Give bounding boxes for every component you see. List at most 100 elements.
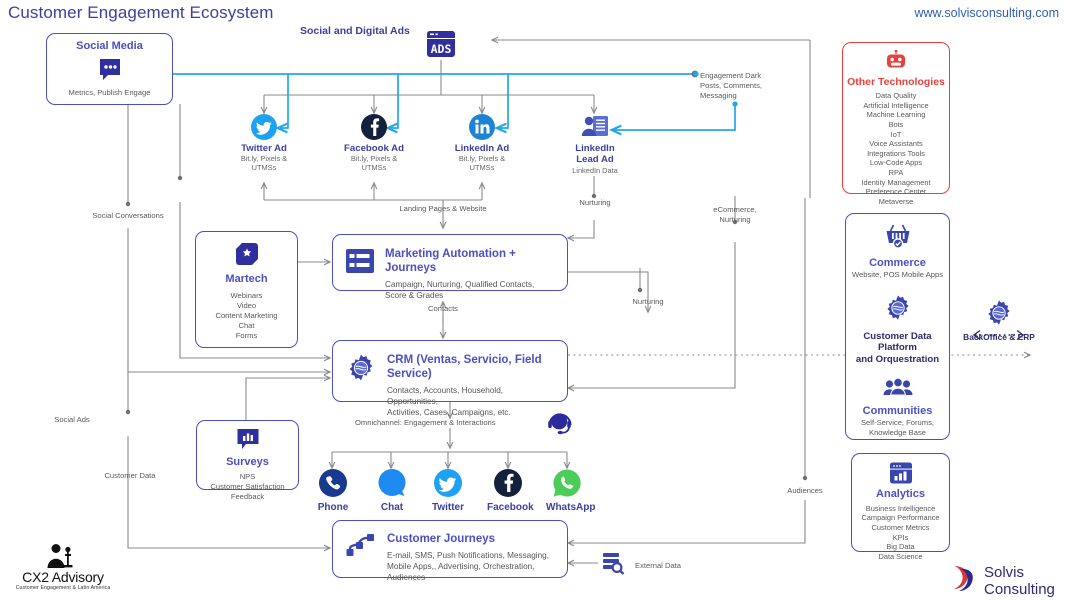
analytics-item-2: Customer Metrics (871, 522, 930, 532)
chat-icon (371, 468, 413, 498)
crm-gear-icon (345, 352, 377, 389)
tech-item-8: RPA (888, 168, 904, 178)
survey-chart-icon (197, 427, 298, 453)
linkedin-ad-label: LinkedIn Ad (454, 143, 510, 154)
channel-whatsapp[interactable]: WhatsApp (546, 468, 596, 513)
solvis-name: Solvis Consulting (984, 563, 1055, 598)
tech-item-6: Integrations Tools (867, 148, 925, 158)
database-search-icon (600, 550, 626, 581)
journeys-sub-2: Mobile Apps,, Advertising, Orchestration… (387, 561, 535, 571)
edge-label-ecommerce-nurturing: eCommerce, Nurturing (700, 205, 770, 225)
whatsapp-icon (546, 468, 588, 498)
section-customer-data-platform[interactable]: Customer Data Platform and Orquestration (850, 293, 945, 366)
edge-label-social-ads: Social Ads (54, 415, 90, 424)
tech-item-1: Artificial Intelligence (863, 100, 929, 110)
analytics-chart-icon (855, 461, 946, 485)
tech-item-11: Metaverse (878, 196, 914, 206)
channel-facebook-label: Facebook (487, 502, 534, 513)
analytics-item-4: Big Data (886, 542, 915, 552)
ecommerce-line2: Nurturing (719, 214, 751, 224)
panel-other-technologies[interactable]: Other Technologies Data Quality Artifici… (842, 42, 950, 206)
journeys-sub-1: E-mail, SMS, Push Notifications, Messagi… (387, 550, 549, 560)
channel-twitter-label: Twitter (431, 502, 465, 513)
linkedin-lead-ad-label-line2: Lead Ad (576, 153, 614, 165)
section-commerce[interactable]: Commerce Website, POS Mobile Apps (850, 223, 945, 280)
facebook-icon (487, 468, 529, 498)
linkedin-ad-sub: Bit.ly, Pixels & UTMSs (458, 153, 506, 172)
martech-line-4: Forms (235, 330, 258, 340)
node-crm[interactable]: CRM (Ventas, Servicio, Field Service) Co… (332, 340, 568, 417)
node-martech[interactable]: Martech Webinars Video Content Marketing… (195, 231, 298, 348)
logo-cx2-advisory: CX2 Advisory Customer Engagement & Latin… (8, 543, 118, 591)
commerce-title: Commerce (869, 257, 926, 269)
martech-line-2: Content Marketing (215, 310, 278, 320)
ads-browser-icon: ADS (425, 28, 457, 65)
section-communities[interactable]: Communities Self-Service, Forums, Knowle… (850, 377, 945, 438)
twitter-icon (230, 113, 298, 141)
backoffice-label: BackOffice & ERP (963, 332, 1035, 342)
channel-facebook[interactable]: Facebook (487, 468, 534, 513)
analytics-item-3: KPIs (892, 532, 909, 542)
channel-twitter[interactable]: Twitter (427, 468, 469, 513)
node-facebook-ad[interactable]: Facebook Ad Bit.ly, Pixels & UTMSs (340, 113, 408, 172)
tech-item-5: Voice Assistants (869, 139, 923, 149)
tech-item-4: IoT (890, 129, 902, 139)
tech-item-2: Machine Learning (866, 110, 926, 120)
journey-path-icon (345, 531, 377, 566)
facebook-ad-label: Facebook Ad (344, 143, 404, 154)
node-marketing-automation[interactable]: Marketing Automation + Journeys Campaign… (332, 234, 568, 300)
twitter-ad-label: Twitter Ad (241, 143, 287, 154)
facebook-ad-sub: Bit.ly, Pixels & UTMSs (350, 153, 398, 172)
panel-commerce-cdp-communities[interactable]: Commerce Website, POS Mobile Apps Custom… (845, 213, 950, 440)
analytics-item-1: Campaign Performance (861, 513, 940, 523)
ma-title: Marketing Automation + Journeys (385, 248, 516, 274)
automation-list-icon (345, 246, 375, 281)
engagement-dark-line2: Posts, Comments, (700, 80, 763, 90)
channel-whatsapp-label: WhatsApp (546, 502, 596, 513)
channel-phone[interactable]: Phone (312, 468, 354, 513)
crm-sub-1: Contacts, Accounts, Household, Opportuni… (387, 385, 504, 406)
node-social-media[interactable]: Social Media Metrics, Publish Engage (46, 33, 173, 105)
edge-label-engagement-dark: Engagement Dark Posts, Comments, Messagi… (700, 71, 792, 101)
channel-chat[interactable]: Chat (371, 468, 413, 513)
cdp-gear-icon (883, 293, 913, 328)
surveys-line-0: NPS (239, 471, 256, 481)
analytics-item-0: Business Intelligence (865, 503, 936, 513)
linkedin-lead-ad-label-line1: LinkedIn (575, 143, 615, 154)
journeys-title: Customer Journeys (387, 533, 496, 545)
node-linkedin-lead-ad[interactable]: LinkedIn Lead Ad LinkedIn Data (560, 113, 630, 176)
tech-item-0: Data Quality (875, 91, 917, 101)
cx2-logo-icon (8, 543, 118, 569)
martech-lines: Webinars Video Content Marketing Chat Fo… (196, 291, 297, 341)
surveys-line-1: Customer Satisfaction (210, 481, 285, 491)
phone-icon (312, 468, 354, 498)
martech-line-3: Chat (238, 320, 255, 330)
crm-title: CRM (Ventas, Servicio, Field Service) (387, 354, 542, 380)
crm-sub-2: Activities, Cases, Campaigns, etc. (387, 407, 511, 417)
linkedin-icon (448, 113, 516, 141)
edge-label-omnichannel: Omnichannel: Engagement & Interactions (355, 418, 496, 427)
external-data-label: External Data (635, 560, 682, 570)
backoffice-gear-icon (960, 298, 1038, 328)
tech-item-7: Low-Code Apps (869, 158, 923, 168)
node-backoffice-erp[interactable]: BackOffice & ERP (960, 298, 1038, 342)
engagement-dark-line1: Engagement Dark (700, 71, 762, 80)
analytics-title: Analytics (876, 488, 925, 500)
commerce-sub: Website, POS Mobile Apps (851, 269, 944, 279)
martech-line-0: Webinars (230, 290, 263, 300)
panel-analytics[interactable]: Analytics Business Intelligence Campaign… (851, 453, 950, 561)
node-external-data[interactable]: External Data (600, 550, 681, 581)
facebook-icon (340, 113, 408, 141)
channel-chat-label: Chat (380, 502, 404, 513)
surveys-lines: NPS Customer Satisfaction Feedback (197, 472, 298, 502)
node-surveys[interactable]: Surveys NPS Customer Satisfaction Feedba… (196, 420, 299, 501)
logo-solvis-consulting: Solvis Consulting (948, 563, 1067, 598)
cx2-tagline: Customer Engagement & Latin America (15, 585, 111, 591)
node-customer-journeys[interactable]: Customer Journeys E-mail, SMS, Push Noti… (332, 520, 568, 582)
cx2-name: CX2 Advisory (22, 569, 104, 585)
martech-title: Martech (225, 273, 268, 285)
node-linkedin-ad[interactable]: LinkedIn Ad Bit.ly, Pixels & UTMSs (448, 113, 516, 172)
edge-label-social-conversations: Social Conversations (92, 211, 164, 220)
node-twitter-ad[interactable]: Twitter Ad Bit.ly, Pixels & UTMSs (230, 113, 298, 172)
